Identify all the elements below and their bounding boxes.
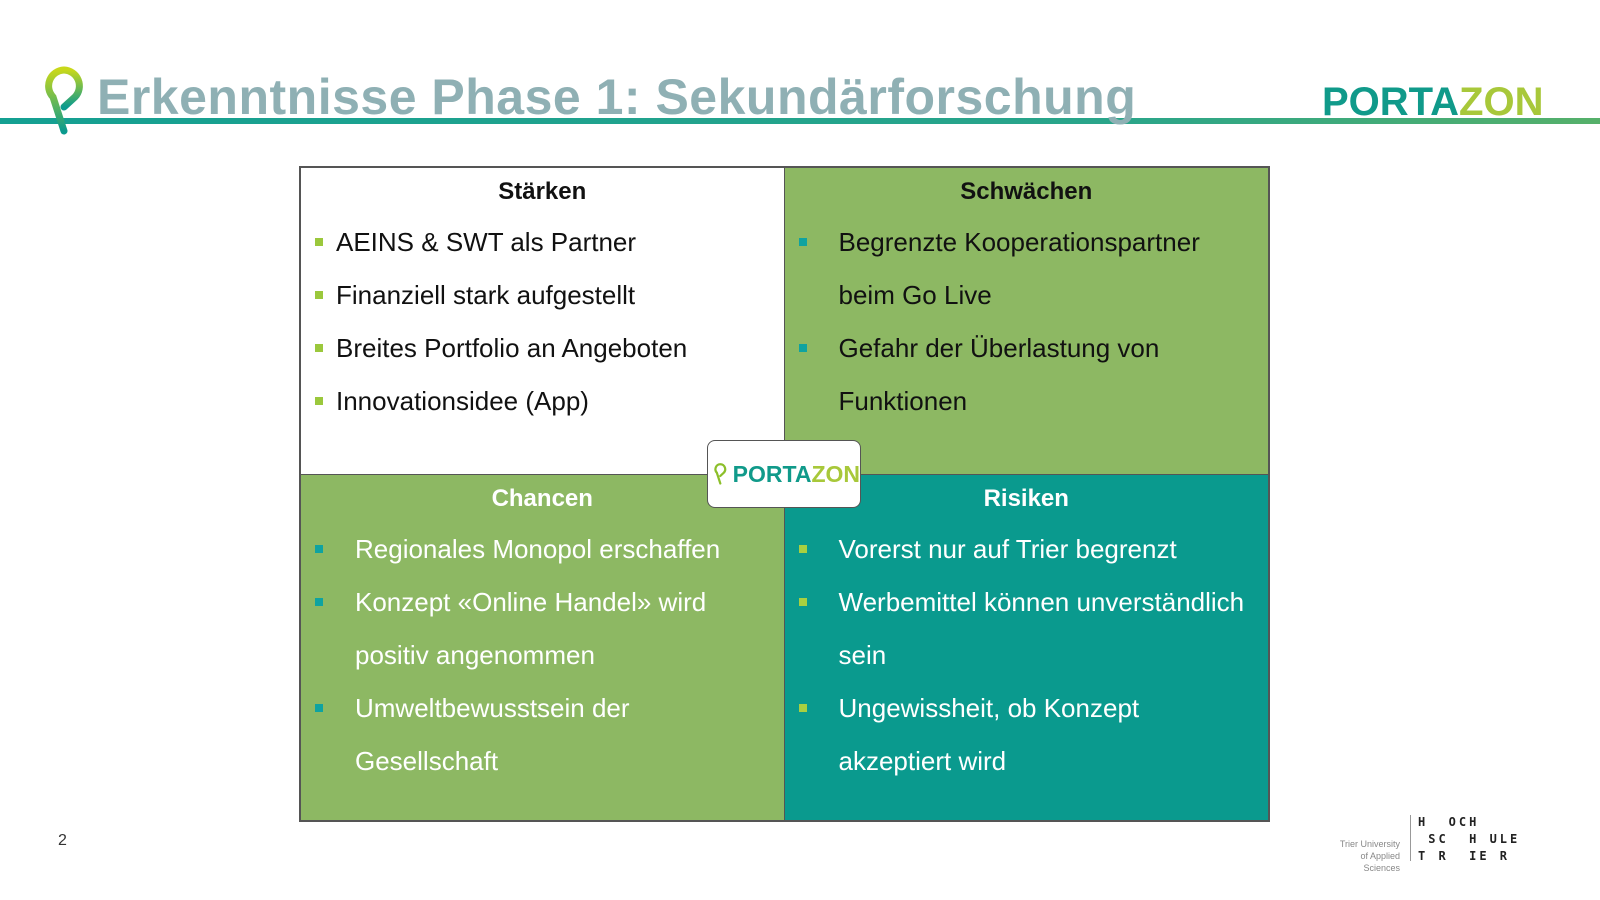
- list-item: Ungewissheit, ob Konzept akzeptiert wird: [798, 682, 1255, 788]
- location-pin-icon: [714, 463, 727, 485]
- list-item: Breites Portfolio an Angeboten: [315, 322, 770, 375]
- threats-heading: Risiken: [983, 485, 1069, 512]
- list-item: Umweltbewusstsein der Gesellschaft: [315, 682, 770, 788]
- portazon-logo: PORTAZON: [1322, 80, 1544, 124]
- list-item: Regionales Monopol erschaffen: [315, 523, 770, 576]
- weaknesses-heading: Schwächen: [960, 178, 1093, 205]
- list-item: Innovationsidee (App): [315, 375, 770, 428]
- weaknesses-quadrant: Schwächen Begrenzte Kooperationspartner …: [784, 168, 1268, 475]
- list-item: Werbemittel können unverständlich sein: [798, 576, 1255, 682]
- list-item: Gefahr der Überlastung von Funktionen: [798, 322, 1255, 428]
- list-item: AEINS & SWT als Partner: [315, 216, 770, 269]
- header-line: [0, 118, 1600, 124]
- page-title: Erkenntnisse Phase 1: Sekundärforschung: [97, 69, 1137, 125]
- list-item: Finanziell stark aufgestellt: [315, 269, 770, 322]
- list-item: Vorerst nur auf Trier begrenzt: [798, 523, 1255, 576]
- swot-matrix: Stärken AEINS & SWT als Partner Finanzie…: [299, 166, 1270, 822]
- location-pin-icon: [45, 66, 83, 135]
- hochschule-trier-logo: H OCH SC H ULE T R IE R: [1418, 815, 1521, 863]
- strengths-quadrant: Stärken AEINS & SWT als Partner Finanzie…: [301, 168, 785, 475]
- strengths-heading: Stärken: [498, 178, 587, 205]
- opportunities-quadrant: Chancen Regionales Monopol erschaffen Ko…: [301, 475, 785, 820]
- logo-divider: [1410, 815, 1411, 861]
- list-item: Begrenzte Kooperationspartner beim Go Li…: [798, 216, 1255, 322]
- list-item: Konzept «Online Handel» wird positiv ang…: [315, 576, 770, 682]
- opportunities-heading: Chancen: [491, 485, 593, 512]
- threats-quadrant: Risiken Vorerst nur auf Trier begrenzt W…: [784, 475, 1268, 820]
- page-number: 2: [58, 832, 67, 849]
